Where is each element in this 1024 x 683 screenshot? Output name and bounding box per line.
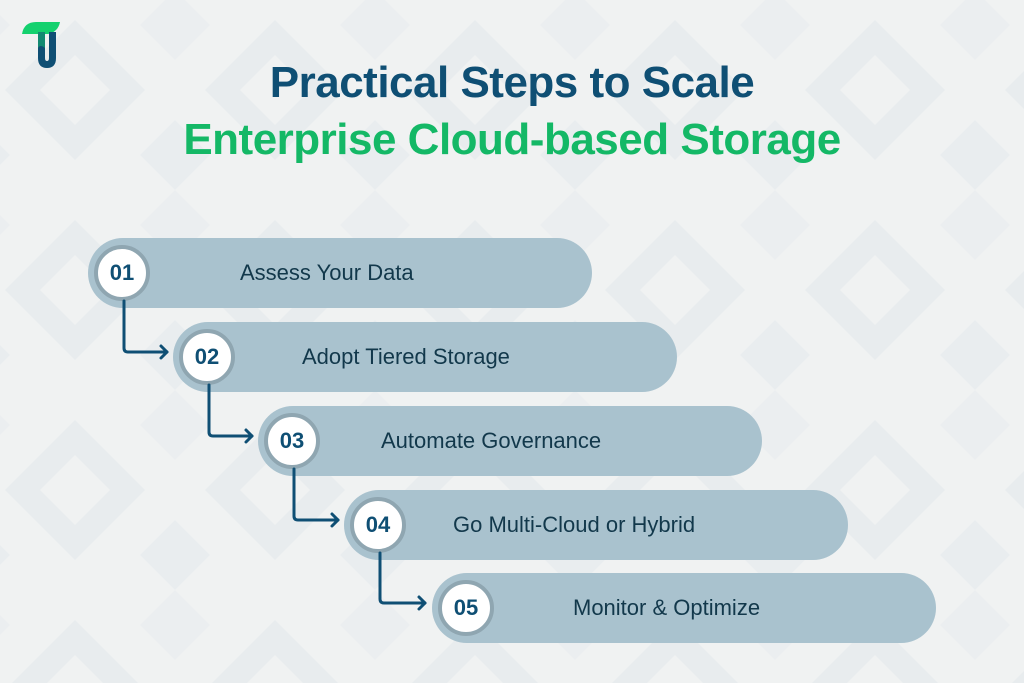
step-label: Go Multi-Cloud or Hybrid [453,512,696,537]
step-label: Automate Governance [381,428,602,453]
brand-logo-icon [22,22,60,68]
step-1: 01 Assess Your Data [88,238,592,308]
step-number-badge: 01 [94,245,150,301]
title-line-1: Practical Steps to Scale [269,58,755,107]
step-number-badge: 02 [179,329,235,385]
step-label: Adopt Tiered Storage [302,344,510,369]
step-label: Assess Your Data [240,260,414,285]
step-5: 05 Monitor & Optimize [432,573,936,643]
step-number-badge: 05 [438,580,494,636]
title-line-2: Enterprise Cloud-based Storage [183,115,841,164]
step-2: 02 Adopt Tiered Storage [173,322,677,392]
step-3: 03 Automate Governance [258,406,762,476]
step-4: 04 Go Multi-Cloud or Hybrid [344,490,848,560]
step-number-badge: 03 [264,413,320,469]
step-label: Monitor & Optimize [573,595,761,620]
step-number-badge: 04 [350,497,406,553]
